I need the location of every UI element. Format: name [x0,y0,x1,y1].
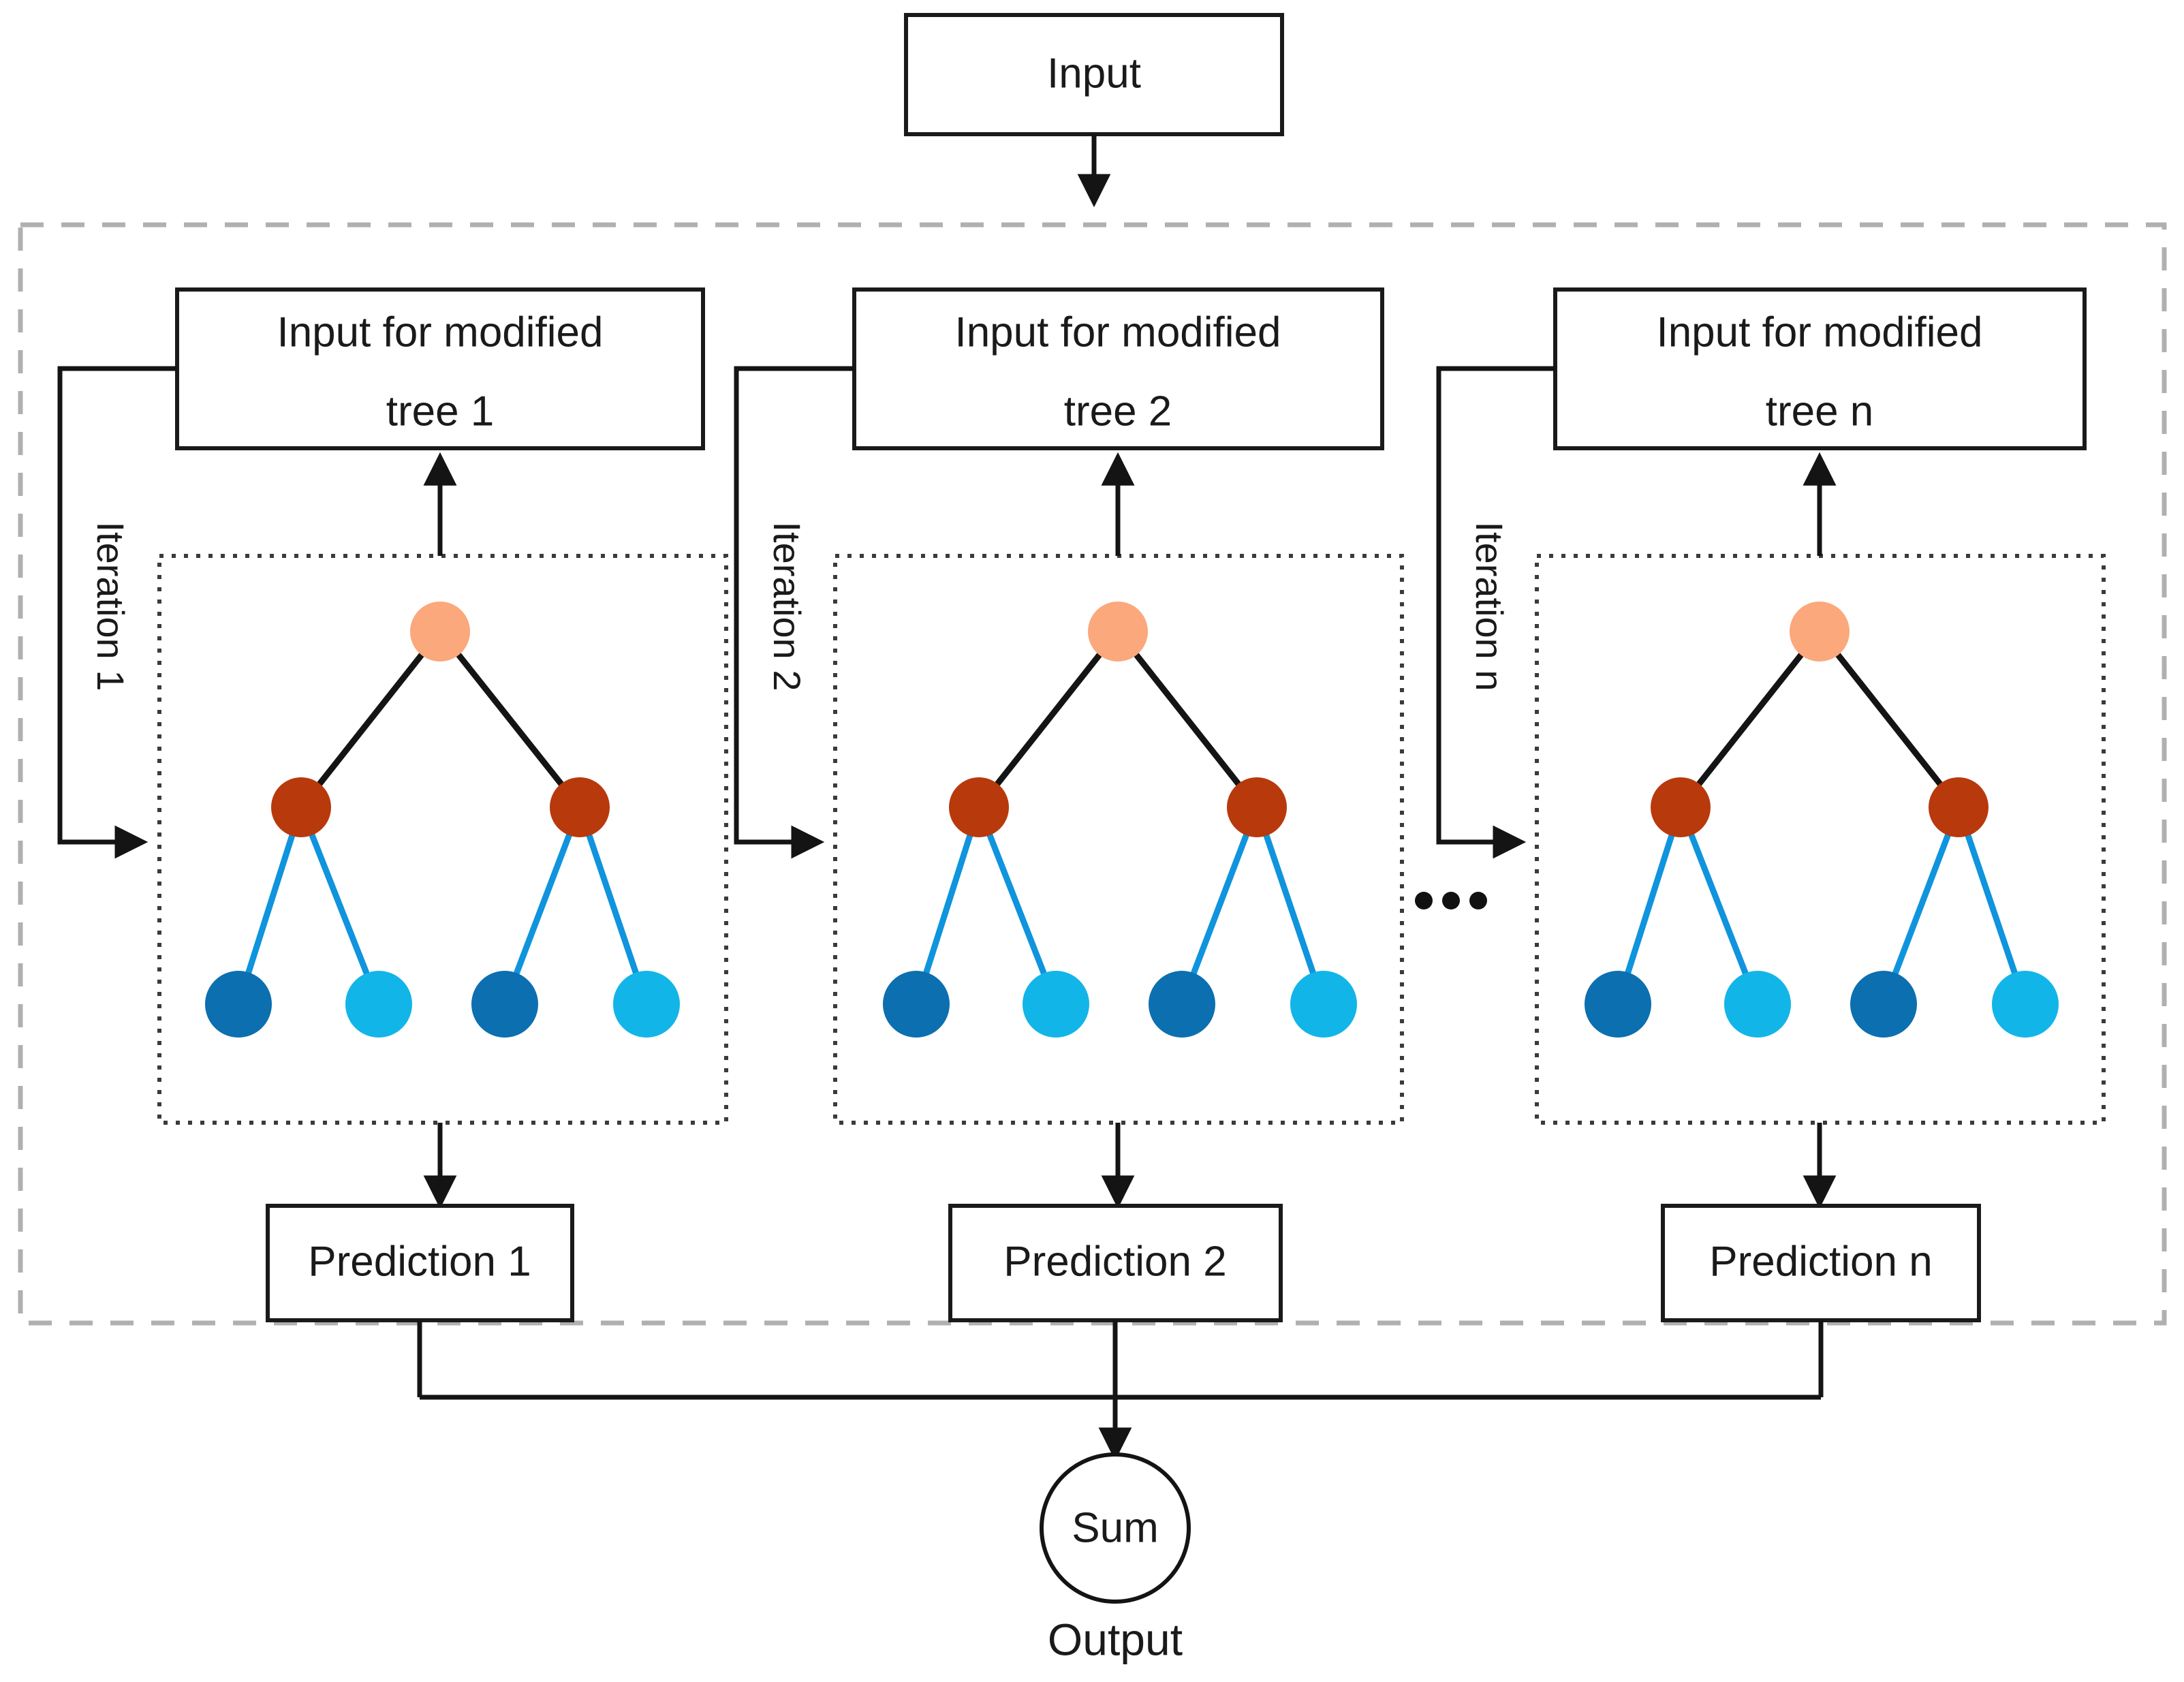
output-label: Output [1048,1614,1183,1664]
stage-1-input-label-line1: Input for modified [277,309,603,356]
ellipsis-icon [1415,892,1487,909]
stage-1-edge-right-leaf1 [501,804,583,1008]
stage-2-edge-right-leaf2 [1253,804,1327,1008]
stage-n-root-node [1790,602,1850,661]
stage-n-leaf-node-2 [1724,971,1791,1038]
stage-1-tree-group-box [157,554,728,1125]
stage-2-leaf-node-1 [883,971,950,1038]
stage-1-prediction-label: Prediction 1 [308,1238,531,1285]
stage-1-edge-left-leaf1 [235,804,305,1008]
stage-n-internal-node-right [1929,777,1988,837]
stage-2-iteration-label: Iteration 2 [766,521,809,691]
sum-node[interactable] [1040,1452,1191,1604]
stage-n-input-box[interactable] [1553,287,2087,450]
stage-1-iteration-path [57,366,177,859]
stage-2-leaf-node-3 [1149,971,1215,1038]
stage-1-leaf-node-4 [613,971,680,1038]
stage-1-internal-node-left [271,777,331,837]
stage-n-edge-right-leaf1 [1880,804,1962,1008]
stage-n-edge-root-right [1816,628,1962,811]
stage-1-input-box[interactable] [175,287,705,450]
stage-2-root-node [1088,602,1148,661]
stage-2-leaf-node-2 [1023,971,1089,1038]
stage-n-edge-left-leaf2 [1677,804,1761,1008]
stage-n-input-label-line1: Input for modified [1656,309,1982,356]
stage-1-edge-left-leaf2 [298,804,382,1008]
stage-1-prediction-box[interactable] [266,1204,574,1322]
stage-n-leaf-node-1 [1585,971,1651,1038]
stage-n-leaf-node-4 [1992,971,2059,1038]
stage-2-edge-right-leaf1 [1179,804,1260,1008]
stage-1-edge-right-leaf2 [576,804,650,1008]
stage-2-edge-left-leaf2 [976,804,1059,1008]
stage-2-iteration-path [734,366,854,859]
stage-2-group: Input for modified tree 2 Iteration 2 Pr… [734,287,1404,1397]
stage-n-iteration-path [1436,366,1555,859]
stage-1-iteration-label: Iteration 1 [89,521,132,691]
stage-2-leaf-node-4 [1290,971,1357,1038]
stage-n-edge-root-left [1677,628,1823,811]
sum-label: Sum [1072,1504,1158,1551]
stage-1-edge-root-left [298,628,443,811]
stage-1-edge-root-right [437,628,583,811]
stage-1-leaf-node-3 [471,971,538,1038]
stage-2-internal-node-right [1227,777,1287,837]
stage-1-leaf-node-2 [345,971,412,1038]
stage-1-internal-node-right [550,777,610,837]
stage-2-input-label-line1: Input for modified [954,309,1281,356]
stage-n-group: Input for modified tree n Iteration n Pr… [1436,287,2106,1397]
stage-n-input-label-line2: tree n [1766,388,1874,435]
stage-2-prediction-box[interactable] [948,1204,1283,1322]
iteration-container-dashed-box [18,222,2167,1326]
stage-n-leaf-node-3 [1850,971,1917,1038]
stage-2-input-box[interactable] [852,287,1384,450]
stage-n-prediction-label: Prediction n [1709,1238,1932,1285]
stage-1-root-node [410,602,470,661]
stage-2-prediction-label: Prediction 2 [1003,1238,1226,1285]
stage-2-input-label-line2: tree 2 [1064,388,1172,435]
input-box-label: Input [1047,50,1141,97]
stage-n-edge-left-leaf1 [1614,804,1684,1008]
stage-n-internal-node-left [1651,777,1711,837]
stage-n-iteration-label: Iteration n [1468,521,1511,691]
stage-1-group: Input for modified tree 1 Iteration 1 [57,287,728,1397]
stage-n-edge-right-leaf2 [1955,804,2029,1008]
stage-2-edge-root-right [1114,628,1260,811]
stage-2-internal-node-left [949,777,1009,837]
stage-n-prediction-box[interactable] [1661,1204,1981,1322]
stage-2-edge-root-left [976,628,1121,811]
stage-1-leaf-node-1 [205,971,272,1038]
stage-2-edge-left-leaf1 [913,804,982,1008]
stage-1-input-label-line2: tree 1 [386,388,495,435]
